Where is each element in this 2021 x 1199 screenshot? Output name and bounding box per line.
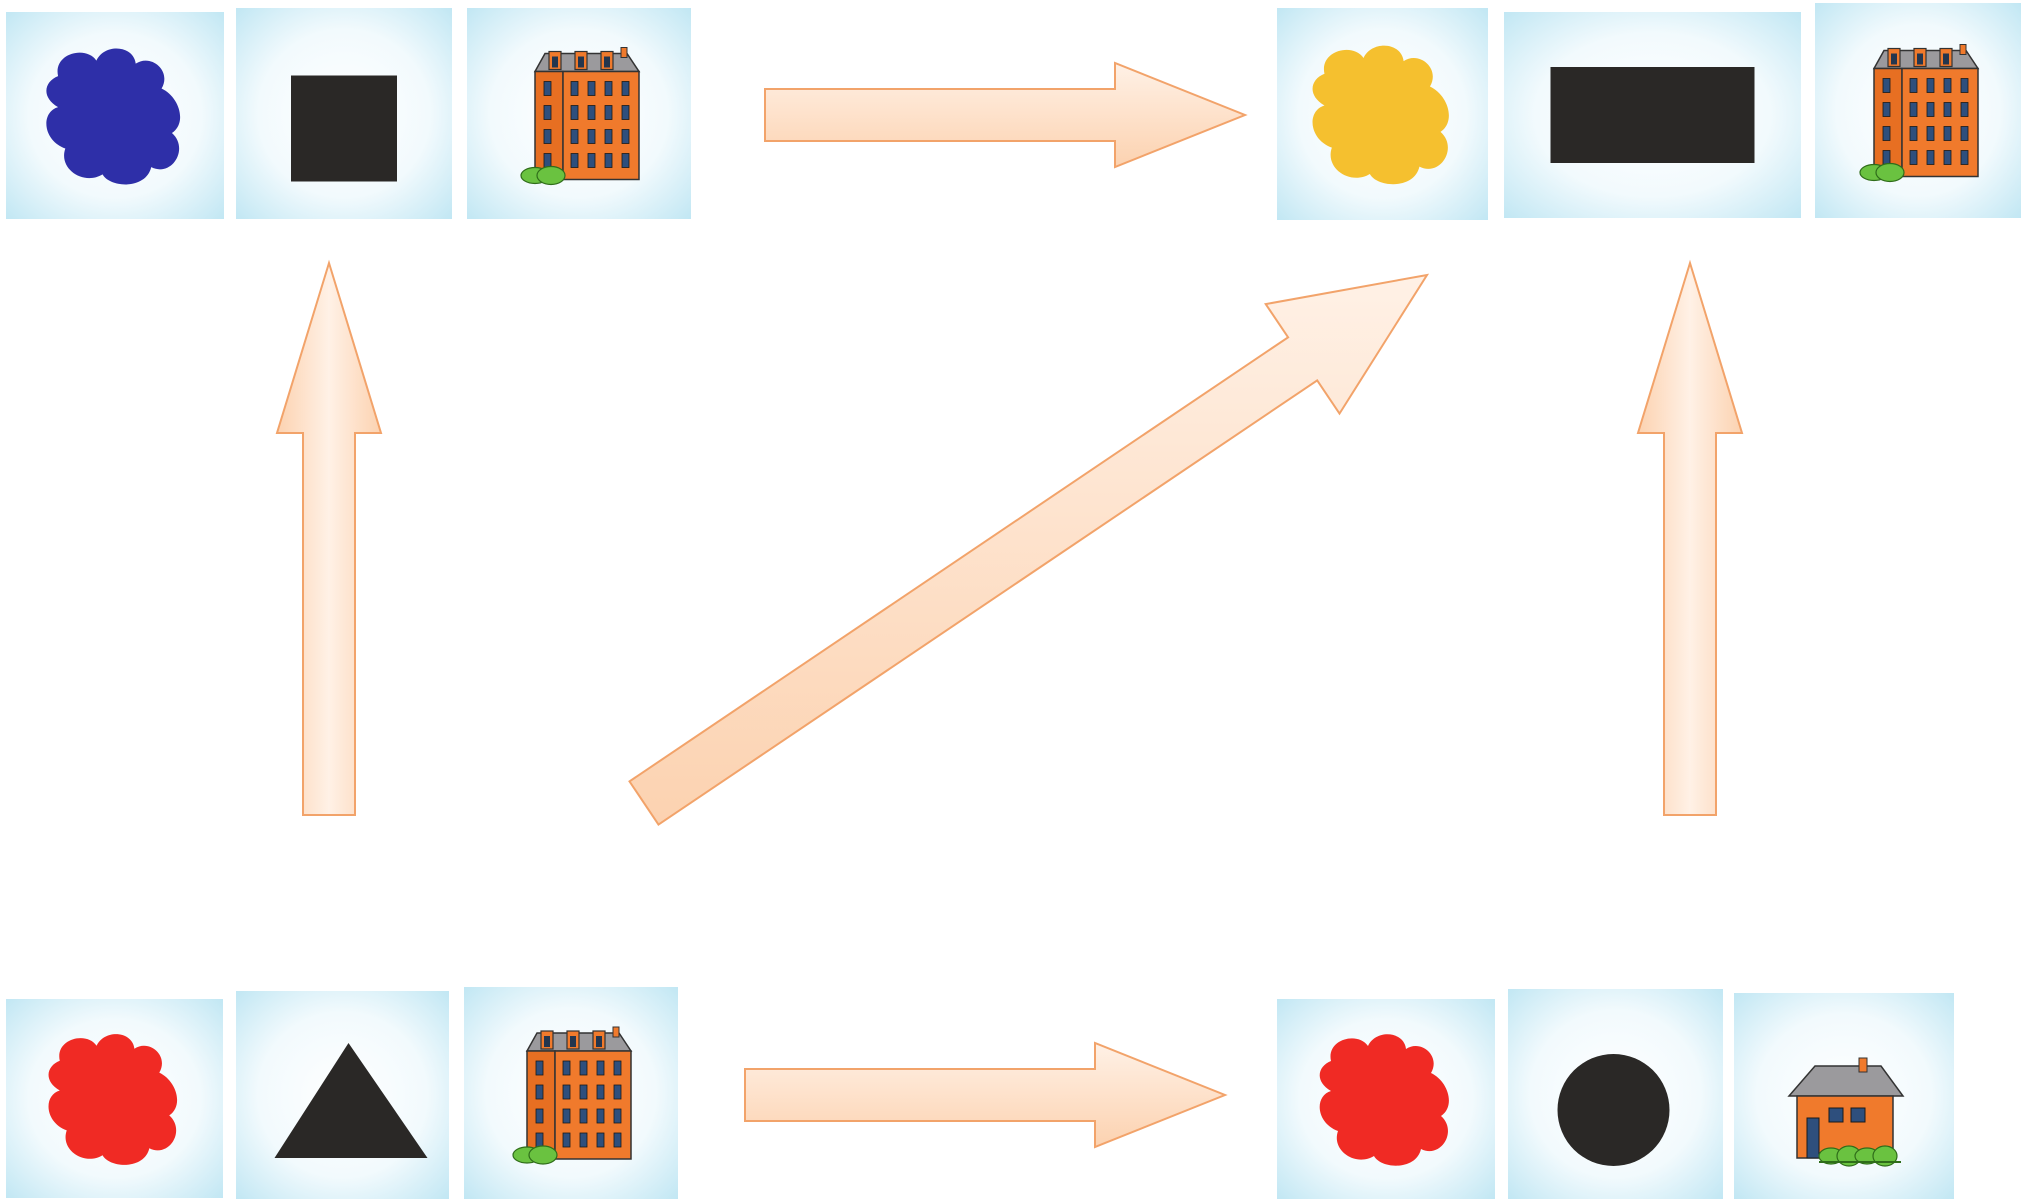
up-arrow-icon bbox=[1636, 259, 1744, 816]
house-icon bbox=[1734, 993, 1954, 1199]
apartment-building-icon bbox=[1815, 3, 2021, 218]
blue-blob-icon bbox=[6, 12, 224, 219]
black-triangle-icon bbox=[236, 991, 449, 1199]
black-square-icon bbox=[236, 8, 452, 219]
up-arrow-icon bbox=[275, 259, 383, 816]
right-arrow-icon bbox=[764, 61, 1248, 169]
apartment-building-icon bbox=[464, 987, 678, 1199]
right-arrow-icon bbox=[744, 1041, 1228, 1149]
red-blob-icon bbox=[6, 999, 223, 1198]
diagonal-arrow-icon bbox=[628, 273, 1430, 826]
apartment-building-icon bbox=[467, 8, 691, 219]
black-circle-icon bbox=[1508, 989, 1723, 1199]
black-rectangle-icon bbox=[1504, 12, 1801, 218]
red-blob-icon bbox=[1277, 999, 1495, 1199]
yellow-blob-icon bbox=[1277, 8, 1488, 220]
